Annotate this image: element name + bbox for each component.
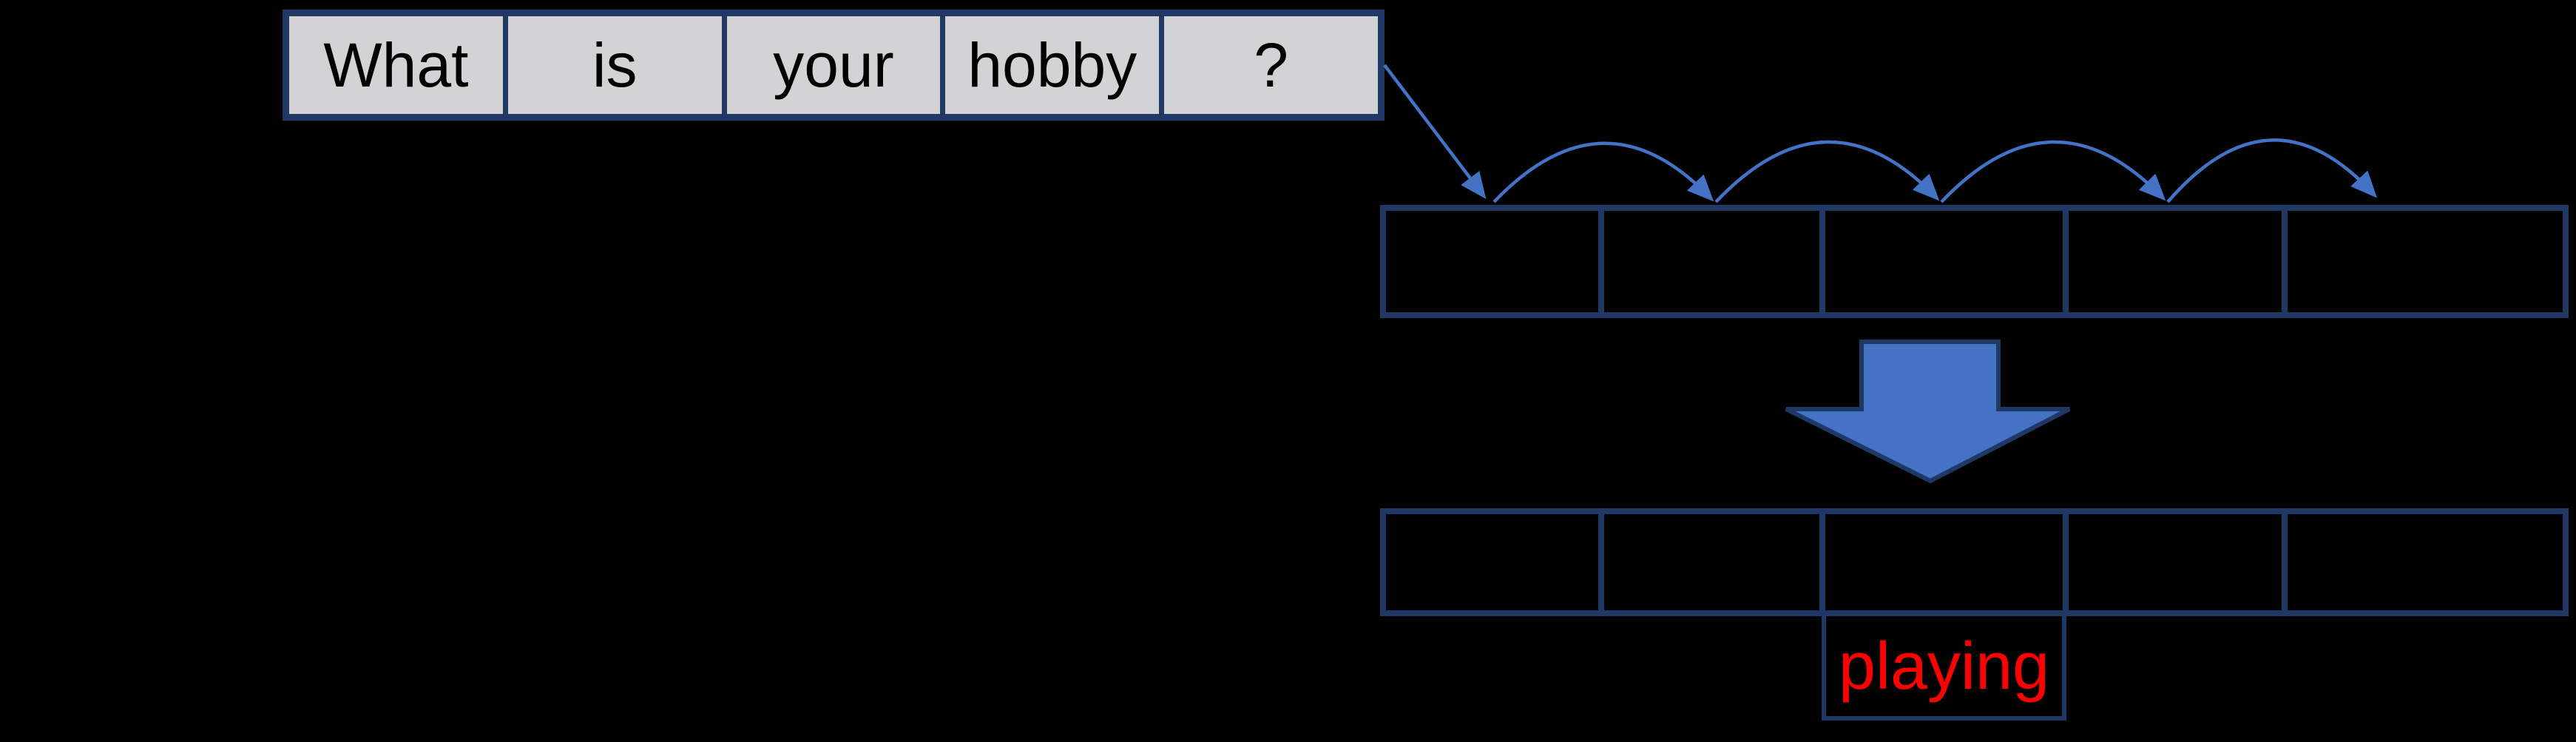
embedding-cell-4 xyxy=(2069,211,2288,312)
hop-arc-arrow-icon-1 xyxy=(1492,141,1714,203)
source-word-cell-5: ? xyxy=(1164,16,1378,114)
hop-arc-arrow-icon-3 xyxy=(1940,140,2166,203)
output-cell-4 xyxy=(2069,514,2288,610)
source-word-cell-1: What xyxy=(289,16,508,114)
output-row xyxy=(1380,508,2569,616)
predicted-word-cell: playing xyxy=(1822,616,2066,721)
output-cell-1 xyxy=(1386,514,1604,610)
input-connector-arrow-icon xyxy=(1383,64,1487,200)
hop-arc-arrow-icon-2 xyxy=(1714,140,1940,203)
embedding-cell-2 xyxy=(1604,211,1825,312)
source-word-cell-2: is xyxy=(507,16,727,114)
embedding-cell-1 xyxy=(1386,211,1604,312)
output-cell-5 xyxy=(2288,514,2563,610)
hop-arc-arrow-icon-4 xyxy=(2166,138,2378,203)
source-sentence-table: What is your hobby ? xyxy=(283,10,1385,121)
transform-down-arrow-icon xyxy=(1785,340,2071,484)
output-cell-2 xyxy=(1604,514,1825,610)
source-word-cell-4: hobby xyxy=(945,16,1165,114)
source-word-cell-3: your xyxy=(726,16,946,114)
predicted-word-label: playing xyxy=(1838,629,2050,704)
output-cell-3 xyxy=(1825,514,2069,610)
embedding-row xyxy=(1380,205,2569,318)
embedding-cell-3 xyxy=(1825,211,2069,312)
embedding-cell-5 xyxy=(2288,211,2563,312)
